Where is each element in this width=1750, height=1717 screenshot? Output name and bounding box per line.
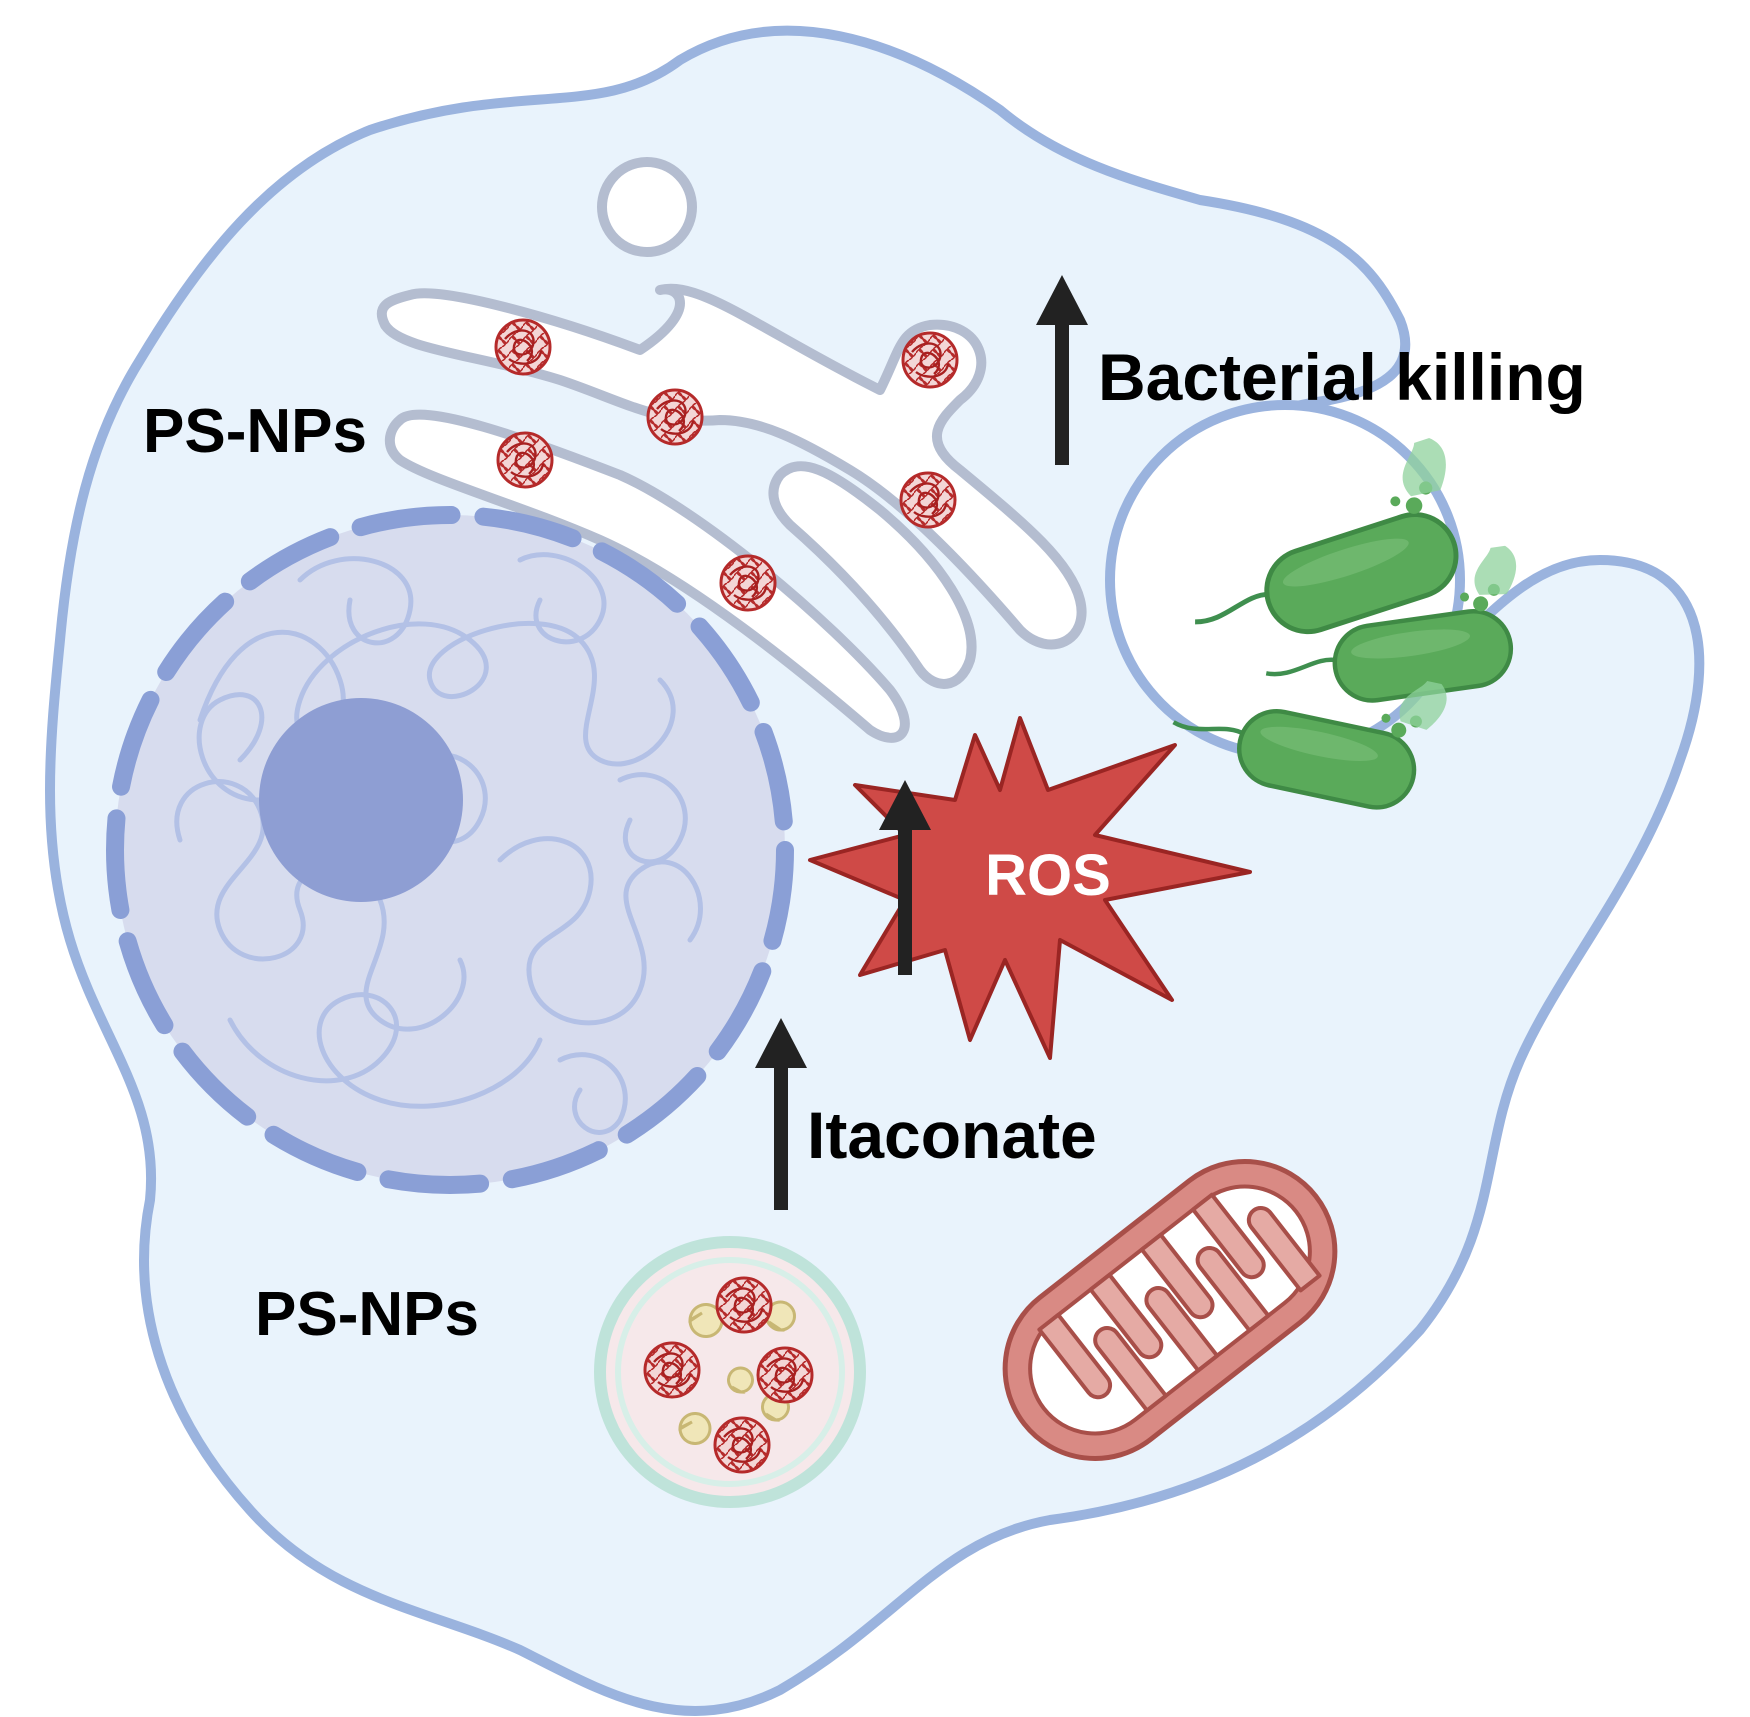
ros-label: ROS [985,843,1111,908]
nanoparticle-icon [755,1345,815,1405]
phagosome-icon [1105,400,1532,818]
itaconate-label: Itaconate [807,1098,1097,1172]
up-arrow-icon [1036,275,1088,465]
ros-burst-icon: ROS [808,716,1252,1060]
nanoparticle-icon [495,430,555,490]
nanoparticle-icon [645,387,705,447]
mitochondrion-icon [1002,1159,1338,1461]
bacterial-killing-label: Bacterial killing [1098,340,1586,414]
ps-nps-upper-label: PS-NPs [143,397,367,466]
nanoparticle-icon [900,330,960,390]
nanoparticle-icon [718,553,778,613]
lysosome-icon [594,1236,866,1508]
up-arrow-icon [879,780,931,975]
up-arrow-icon [755,1018,807,1210]
nanoparticle-icon [898,470,958,530]
nanoparticle-icon [712,1415,772,1475]
chromatin [174,552,703,1135]
golgi-apparatus-icon [376,157,1087,743]
nucleus-icon [106,506,794,1194]
ps-nps-lower-label: PS-NPs [255,1280,479,1349]
nanoparticle-icon [493,317,553,377]
nanoparticle-icon [642,1340,702,1400]
nanoparticle-icon [714,1275,774,1335]
